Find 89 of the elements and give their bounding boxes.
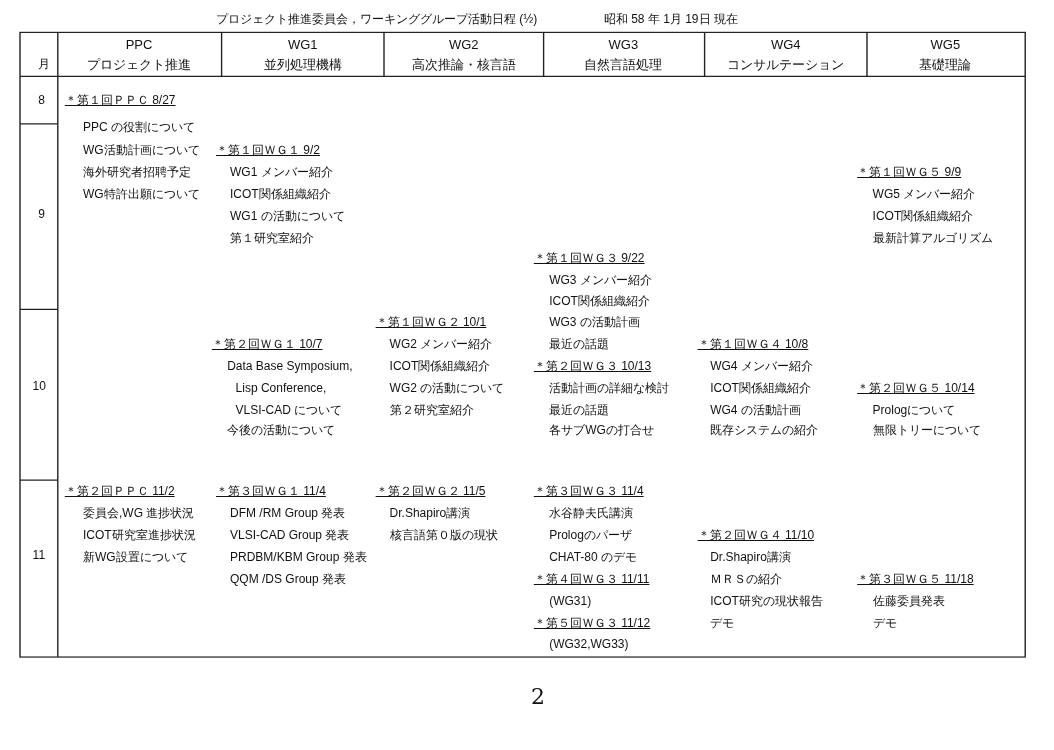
agenda-item: WG3 メンバー紹介	[549, 273, 652, 289]
agenda-item: ICOT研究室進捗状況	[83, 528, 196, 544]
agenda-item: WG1 メンバー紹介	[230, 164, 333, 180]
meeting-heading: ＊第３回ＷＧ５ 11/18	[857, 572, 974, 588]
meeting-heading: ＊第４回ＷＧ３ 11/11	[533, 572, 650, 588]
agenda-item: 第２研究室紹介	[389, 402, 474, 418]
meeting-heading: ＊第２回ＷＧ１ 10/7	[211, 336, 323, 352]
agenda-item: デモ	[710, 616, 735, 632]
agenda-item: CHAT-80 のデモ	[549, 550, 637, 566]
agenda-item: (WG32,WG33)	[549, 636, 629, 652]
meeting-heading: ＊第１回ＷＧ２ 10/1	[375, 314, 487, 330]
agenda-item: WG2 メンバー紹介	[389, 336, 493, 352]
meeting-heading: ＊第２回ＷＧ３ 10/13	[533, 358, 652, 374]
month-label: 月	[38, 57, 51, 73]
agenda-item: Prologのパーザ	[549, 528, 632, 544]
month-label: 9	[38, 207, 45, 223]
agenda-item: 海外研究者招聘予定	[83, 164, 191, 180]
column-heading: WG5	[930, 36, 961, 52]
meeting-heading: ＊第２回ＷＧ５ 10/14	[857, 380, 975, 396]
agenda-item: ICOT研究の現状報告	[710, 594, 823, 610]
agenda-item: 今後の活動について	[227, 423, 336, 439]
column-subtitle: 基礎理論	[919, 57, 972, 73]
agenda-item: 最近の話題	[549, 402, 610, 418]
agenda-item: 佐藤委員発表	[872, 594, 945, 610]
agenda-item: Dr.Shapiro講演	[389, 506, 471, 522]
column-subtitle: 高次推論・核言語	[411, 57, 516, 73]
meeting-heading: ＊第５回ＷＧ３ 11/12	[533, 616, 651, 632]
agenda-item: Lisp Conference,	[235, 380, 327, 396]
agenda-item: WG4 メンバー紹介	[710, 358, 813, 374]
meeting-heading: ＊第３回ＷＧ３ 11/4	[533, 484, 644, 500]
agenda-item: 活動計画の詳細な検討	[549, 380, 670, 396]
agenda-item: ICOT関係組織紹介	[549, 294, 650, 309]
agenda-item: 水谷静夫氏講演	[549, 506, 634, 522]
agenda-item: VLSI-CAD Group 発表	[230, 528, 350, 544]
month-label: 10	[32, 379, 46, 395]
meeting-heading: ＊第２回ＷＧ４ 11/10	[697, 528, 815, 544]
page-number: 2	[531, 689, 545, 705]
agenda-item: (WG31)	[549, 594, 592, 610]
agenda-item: 最近の話題	[549, 336, 610, 352]
agenda-item: ICOT関係組織紹介	[710, 380, 811, 396]
agenda-item: 委員会,WG 進捗状況	[83, 506, 195, 522]
column-subtitle: 自然言語処理	[584, 57, 663, 73]
meeting-heading: ＊第１回ＷＧ３ 9/22	[533, 251, 645, 267]
agenda-item: ICOT関係組織紹介	[389, 358, 491, 374]
agenda-item: 各サブWGの打合せ	[549, 423, 654, 439]
column-heading: WG1	[288, 36, 318, 52]
agenda-item: WG1 の活動について	[230, 208, 345, 224]
meeting-heading: ＊第１回ＷＧ１ 9/2	[216, 142, 320, 158]
agenda-item: 最新計算アルゴリズム	[872, 230, 993, 246]
agenda-item: WG活動計画について	[83, 142, 200, 158]
meeting-heading: ＊第２回ＷＧ２ 11/5	[375, 484, 486, 500]
agenda-item: Dr.Shapiro講演	[710, 550, 791, 566]
agenda-item: ICOT関係組織紹介	[230, 186, 331, 202]
table-title: プロジェクト推進委員会，ワーキンググループ活動日程 (½)	[216, 12, 538, 28]
meeting-heading: ＊第１回ＰＰＣ 8/27	[64, 92, 176, 108]
column-subtitle: プロジェクト推進	[87, 57, 191, 73]
agenda-item: 既存システムの紹介	[710, 423, 819, 439]
agenda-item: PRDBM/KBM Group 発表	[230, 550, 367, 566]
agenda-item: Prologについて	[872, 402, 956, 418]
agenda-item: WG特許出願について	[83, 186, 200, 202]
column-heading: WG3	[608, 36, 639, 52]
column-subtitle: 並列処理機構	[263, 57, 342, 73]
agenda-item: DFM /RM Group 発表	[230, 506, 346, 522]
agenda-item: 第１研究室紹介	[230, 230, 314, 246]
agenda-item: QQM /DS Group 発表	[230, 572, 347, 588]
agenda-item: デモ	[872, 616, 897, 632]
agenda-item: 核言語第０版の現状	[389, 528, 498, 544]
month-label: 11	[32, 547, 46, 563]
date-note: 昭和 58 年 1月 19日 現在	[603, 12, 738, 28]
agenda-item: WG5 メンバー紹介	[872, 186, 976, 202]
meeting-heading: ＊第２回ＰＰＣ 11/2	[64, 484, 175, 500]
column-subtitle: コンサルテーション	[727, 57, 845, 73]
agenda-item: WG2 の活動について	[389, 380, 505, 396]
agenda-item: WG4 の活動計画	[710, 402, 801, 418]
agenda-item: Data Base Symposium,	[227, 358, 353, 374]
meeting-heading: ＊第１回ＷＧ５ 9/9	[857, 164, 962, 180]
column-heading: WG2	[449, 36, 479, 52]
agenda-item: PPC の役割について	[83, 119, 195, 135]
agenda-item: VLSI-CAD について	[235, 402, 343, 418]
agenda-item: WG3 の活動計画	[549, 314, 640, 330]
agenda-item: 新WG設置について	[83, 550, 188, 566]
column-heading: WG4	[771, 36, 801, 52]
agenda-item: 無限トリーについて	[872, 423, 981, 439]
month-label: 8	[38, 92, 45, 108]
meeting-heading: ＊第１回ＷＧ４ 10/8	[697, 336, 809, 352]
agenda-item: ＭＲＳの紹介	[710, 572, 783, 588]
meeting-heading: ＊第３回ＷＧ１ 11/4	[216, 484, 326, 500]
agenda-item: ICOT関係組織紹介	[872, 208, 974, 224]
column-heading: PPC	[125, 36, 153, 52]
